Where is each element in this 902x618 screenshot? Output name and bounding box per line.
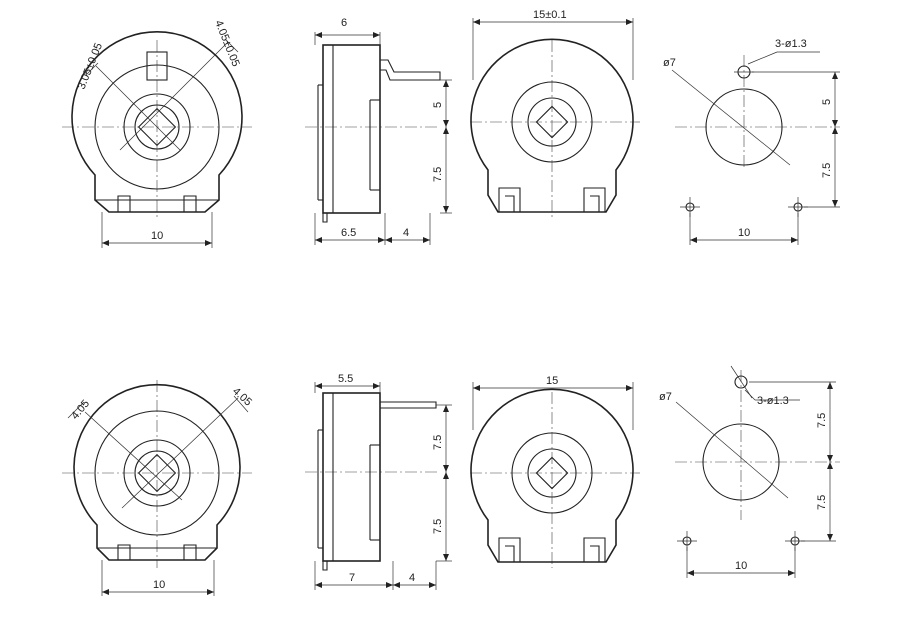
dim-label: 5 [821, 99, 833, 105]
dim-label: 7.5 [432, 519, 444, 534]
front-view-2: 4.05 4.05 10 [62, 380, 254, 596]
dim-label: 7.5 [821, 163, 833, 178]
dim-label: ø7 [663, 57, 676, 69]
side-view-1: 6 5 7.5 6.5 4 [305, 17, 452, 245]
dim-label: 10 [738, 227, 750, 239]
dim-label: 5.5 [338, 373, 353, 385]
dim-label: 15±0.1 [533, 9, 567, 21]
dim-label: 10 [153, 579, 165, 591]
dim-label: 4.05 [69, 398, 92, 422]
side-view-2: 5.5 7.5 7.5 7 4 [305, 373, 452, 590]
back-view-1: 15±0.1 [470, 9, 640, 218]
dim-label: 6.5 [341, 227, 356, 239]
dim-label: 3.05±0.05 [76, 41, 105, 91]
dim-label: 4 [409, 572, 415, 584]
pcb-layout-2: ø7 3-ø1.3 7.5 7.5 10 [659, 365, 840, 578]
dim-label: 3-ø1.3 [775, 38, 807, 50]
dim-label: 7.5 [432, 435, 444, 450]
front-view-1: 3.05±0.05 4.05±0.05 10 [62, 19, 252, 248]
dim-label: 10 [735, 560, 747, 572]
dim-label: 10 [151, 230, 163, 242]
pcb-layout-1: ø7 3-ø1.3 5 7.5 10 [663, 38, 840, 245]
dim-label: 6 [341, 17, 347, 29]
back-view-2: 15 [470, 375, 640, 568]
dim-label: 15 [546, 375, 558, 387]
dim-label: 4.05±0.05 [212, 19, 241, 69]
dim-label: 7.5 [432, 167, 444, 182]
dim-label: 5 [432, 102, 444, 108]
dim-label: 3-ø1.3 [757, 395, 789, 407]
dim-label: 7.5 [816, 413, 828, 428]
dim-label: 4 [403, 227, 409, 239]
dim-label: 7.5 [816, 495, 828, 510]
dim-label: ø7 [659, 391, 672, 403]
dim-label: 7 [349, 572, 355, 584]
